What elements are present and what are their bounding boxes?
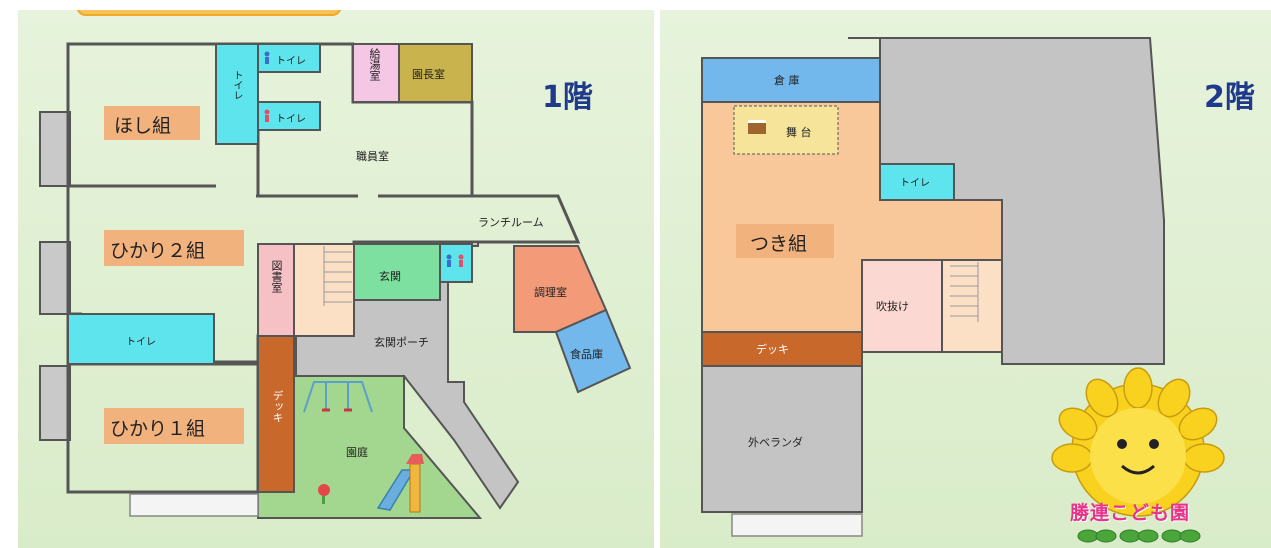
- genkan-room: [353, 243, 441, 301]
- room-label-veranda: 外ベランダ: [748, 436, 803, 449]
- floor1-map-panel: 1階 ほし組 ひかり２組 ひかり１組 トイレ トイレ トイレ 給湯室 園長室 職…: [18, 10, 654, 548]
- bay-window: [39, 241, 71, 315]
- room-label-hikari1: ひかり１組: [110, 418, 206, 440]
- toilet-person-icon: [264, 51, 464, 267]
- room-label-toilet-top: トイレ: [276, 56, 306, 67]
- room-label-toilet: トイレ: [900, 178, 930, 189]
- piano-icon: [748, 120, 766, 134]
- floor2-map-panel: 2階 倉 庫 舞 台 トイレ つき組 吹抜け デッキ 外ベランダ 勝連こども園: [660, 10, 1271, 548]
- logo-text: 勝連こども園: [1070, 502, 1191, 524]
- veranda-steps: [731, 513, 863, 537]
- slide-icon: [376, 454, 424, 513]
- room-label-fukinuke: 吹抜け: [876, 300, 909, 313]
- room-label-porch: 玄関ポーチ: [374, 336, 429, 349]
- room-label-toilet-vertical: トイレ: [231, 70, 242, 100]
- room-label-soko: 倉 庫: [774, 74, 800, 87]
- toilet-small: [439, 243, 473, 283]
- hikari2-label-bg: [104, 230, 244, 266]
- porch-area: [295, 241, 520, 510]
- fukinuke-room: [861, 259, 943, 353]
- sunflower-logo-icon: [1051, 367, 1225, 543]
- room-label-shokuhin: 食品庫: [570, 348, 603, 361]
- floor2-title: 2階: [1204, 80, 1255, 115]
- room-label-chori: 調理室: [534, 286, 567, 299]
- principal-room: [398, 43, 473, 103]
- room-label-toilet-left: トイレ: [126, 337, 156, 348]
- room-label-tsuki: つき組: [750, 233, 808, 255]
- entrance-steps: [129, 493, 259, 517]
- room-label-shokuin: 職員室: [356, 150, 389, 163]
- storage-room-floor2: [701, 57, 881, 103]
- room-label-deck: デッキ: [271, 390, 284, 423]
- swing-icon: [303, 381, 373, 413]
- room-label-encho: 園長室: [412, 68, 445, 81]
- hoshi-label-bg: [104, 106, 200, 140]
- hikari1-label-bg: [104, 408, 244, 444]
- tsuki-label-bg: [736, 224, 834, 258]
- bay-window: [39, 111, 71, 187]
- room-label-garden: 園庭: [346, 446, 368, 459]
- bay-window: [39, 365, 71, 441]
- room-label-hikari2: ひかり２組: [110, 240, 206, 262]
- veranda-area: [701, 365, 863, 513]
- kyuto-room: [352, 43, 400, 103]
- room-label-butai: 舞 台: [786, 126, 812, 139]
- food-storage-room: [554, 308, 632, 394]
- toilet-vertical: [215, 43, 259, 145]
- room-label-kyuto: 給湯室: [368, 48, 381, 81]
- orange-tab-decoration: [76, 10, 342, 16]
- toilet-left: [67, 313, 215, 365]
- floor1-plan: [39, 42, 632, 519]
- room-label-genkan: 玄関: [379, 270, 401, 283]
- library-room: [257, 243, 295, 337]
- flower-icon: [318, 484, 330, 504]
- room-label-lunch: ランチルーム: [478, 216, 544, 229]
- toilet-floor2: [879, 163, 955, 201]
- floor2-plan: [701, 37, 1225, 543]
- room-label-tosho: 図書室: [270, 260, 283, 293]
- deck-floor1: [257, 335, 295, 493]
- room-label-toilet-mid: トイレ: [276, 114, 306, 125]
- room-label-deck: デッキ: [756, 343, 789, 356]
- room-label-hoshi: ほし組: [114, 115, 172, 137]
- floor1-title: 1階: [542, 80, 593, 115]
